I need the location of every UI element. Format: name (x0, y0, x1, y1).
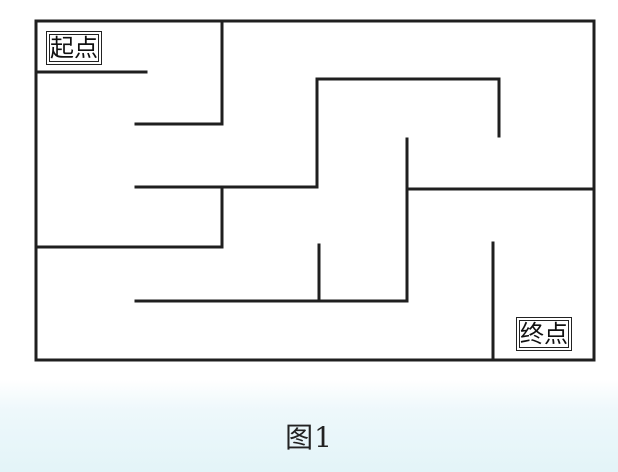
end-label: 终点 (516, 317, 572, 351)
start-label: 起点 (46, 31, 102, 65)
figure-caption: 图1 (285, 421, 333, 454)
